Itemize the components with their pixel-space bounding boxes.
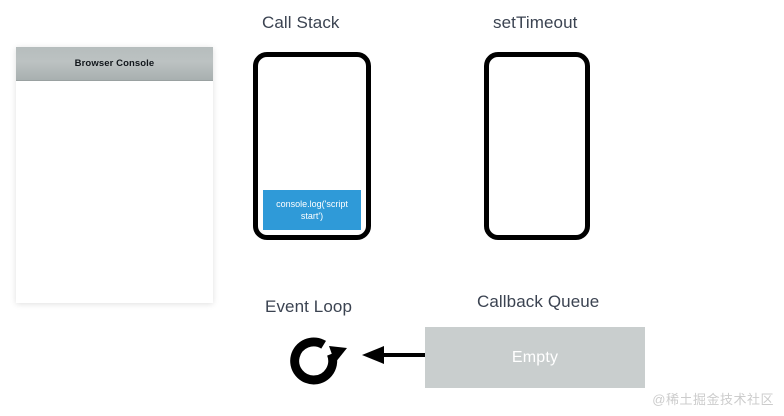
browser-console-panel: Browser Console	[16, 47, 213, 303]
call-stack-frame: console.log('script start')	[263, 190, 361, 230]
queue-to-event-loop-arrow	[362, 344, 428, 366]
browser-console-title: Browser Console	[74, 58, 155, 69]
callback-queue-title: Callback Queue	[477, 292, 600, 311]
circular-arrow-icon	[285, 330, 347, 388]
call-stack-box: console.log('script start')	[253, 52, 371, 240]
browser-console-header: Browser Console	[16, 47, 213, 81]
watermark: @稀土掘金技术社区	[652, 392, 774, 407]
set-timeout-box	[484, 52, 590, 240]
callback-queue-status: Empty	[511, 348, 559, 366]
set-timeout-title: setTimeout	[493, 13, 578, 32]
callback-queue-box: Empty	[425, 327, 645, 388]
browser-console-output	[16, 81, 213, 302]
call-stack-title: Call Stack	[262, 13, 340, 32]
event-loop-title: Event Loop	[265, 297, 353, 316]
